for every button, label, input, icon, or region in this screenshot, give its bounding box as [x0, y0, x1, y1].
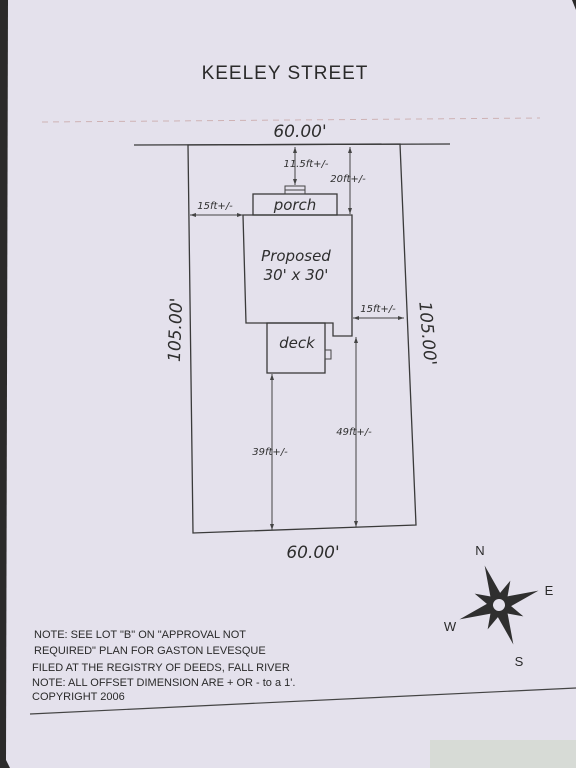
deck-label: deck: [279, 334, 316, 352]
tablecloth-corner: [430, 740, 576, 768]
arrowhead: [348, 208, 352, 214]
house-label-line2: 30' x 30': [264, 266, 329, 284]
bottom-frontage-dimension: 60.00': [286, 543, 339, 563]
porch-label: porch: [273, 196, 317, 214]
compass-center: [493, 599, 505, 611]
plan-notes: NOTE: SEE LOT "B" ON "APPROVAL NOT REQUI…: [32, 629, 295, 703]
proposed-house: [242, 214, 353, 337]
arrowhead: [354, 337, 358, 343]
arrowhead: [348, 147, 352, 153]
note-line-1: NOTE: SEE LOT "B" ON "APPROVAL NOT: [34, 629, 246, 641]
rear-house-offset-label: 49ft+/-: [336, 427, 372, 438]
lot-boundary: [187, 143, 417, 534]
compass-rose: [459, 565, 539, 645]
compass-east: E: [545, 583, 554, 598]
house-front-offset-label: 20ft+/-: [330, 174, 366, 185]
top-frontage-dimension: 60.00': [273, 122, 326, 142]
street-title: KEELEY STREET: [202, 63, 369, 84]
arrowhead: [270, 374, 274, 380]
note-line-2: REQUIRED" PLAN FOR GASTON LEVESQUE: [34, 645, 266, 657]
paper-background: [6, 0, 576, 768]
rear-deck-offset-label: 39ft+/-: [252, 447, 288, 458]
arrowhead: [293, 179, 297, 185]
compass-north: N: [475, 543, 484, 558]
deck: [266, 322, 326, 374]
right-side-offset-label: 15ft+/-: [360, 304, 396, 315]
porch-front-offset-label: 11.5ft+/-: [283, 159, 328, 170]
compass-south: S: [515, 654, 524, 669]
house-label-line1: Proposed: [261, 247, 331, 265]
arrowhead: [354, 521, 358, 527]
note-line-3: FILED AT THE REGISTRY OF DEEDS, FALL RIV…: [32, 662, 290, 674]
arrowhead: [190, 213, 196, 217]
arrowhead: [237, 213, 243, 217]
note-line-4: NOTE: ALL OFFSET DIMENSION ARE + OR - to…: [32, 677, 295, 689]
arrowhead: [293, 147, 297, 153]
arrowhead: [353, 316, 359, 320]
compass-west: W: [444, 619, 457, 634]
left-depth-dimension: 105.00': [165, 297, 187, 362]
arrowhead: [270, 524, 274, 530]
deck-steps: [324, 349, 332, 360]
left-side-offset-label: 15ft+/-: [197, 201, 233, 212]
sheet-border-line: [29, 687, 576, 715]
arrowhead: [398, 316, 404, 320]
copyright: COPYRIGHT 2006: [32, 691, 125, 703]
